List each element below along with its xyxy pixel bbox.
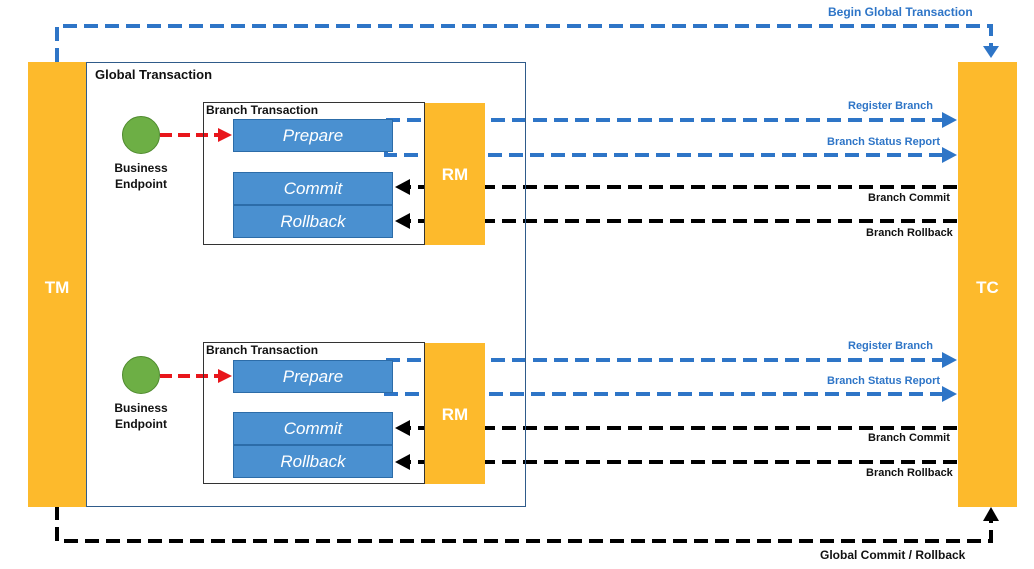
commit-box: Commit: [233, 172, 393, 205]
global-commit-arrow: [55, 506, 993, 543]
branch-transaction-label: Branch Transaction: [206, 343, 319, 357]
commit-label: Commit: [283, 419, 343, 438]
status-report-arrowhead: [942, 386, 957, 402]
tc-label: TC: [976, 278, 999, 297]
register-branch-label: Register Branch: [848, 100, 933, 112]
branch-rollback-label: Branch Rollback: [866, 467, 953, 479]
rm-bar: RM: [425, 103, 485, 245]
rm-label: RM: [441, 405, 469, 424]
branch-commit-arrowhead: [395, 420, 410, 436]
register-branch-arrowhead: [942, 112, 957, 128]
endpoint-prepare-arrowhead: [218, 369, 232, 383]
rollback-label: Rollback: [280, 212, 346, 231]
rollback-box: Rollback: [233, 445, 393, 478]
rm-label: RM: [441, 165, 469, 184]
tc-bar: TC: [958, 62, 1017, 507]
prepare-box: Prepare: [233, 360, 393, 393]
branch-transaction-frame: [203, 102, 425, 245]
tm-bar: TM: [28, 62, 86, 507]
global-commit-label: Global Commit / Rollback: [820, 548, 966, 562]
begin-global-arrowhead: [983, 46, 999, 58]
business-endpoint-label: Business Endpoint: [114, 161, 168, 192]
begin-global-arrow: [55, 24, 993, 62]
endpoint-prepare-arrowhead: [218, 128, 232, 142]
begin-global-label: Begin Global Transaction: [828, 5, 973, 19]
status-report-arrow: [384, 152, 944, 157]
branch-commit-arrowhead: [395, 179, 410, 195]
status-report-label: Branch Status Report: [827, 136, 941, 148]
business-endpoint-node: [122, 116, 160, 154]
tm-label: TM: [44, 278, 70, 297]
register-branch-label: Register Branch: [848, 340, 933, 352]
prepare-box: Prepare: [233, 119, 393, 152]
rollback-label: Rollback: [280, 452, 346, 471]
branch-transaction-frame: [203, 342, 425, 484]
register-branch-arrowhead: [942, 352, 957, 368]
prepare-label: Prepare: [282, 126, 344, 145]
global-transaction-label: Global Transaction: [95, 67, 213, 82]
status-report-arrowhead: [942, 147, 957, 163]
global-transaction-frame: [86, 62, 526, 507]
business-endpoint-label: Business Endpoint: [114, 401, 168, 432]
branch-transaction-label: Branch Transaction: [206, 103, 319, 117]
commit-box: Commit: [233, 412, 393, 445]
business-endpoint-node: [122, 356, 160, 394]
branch-commit-label: Branch Commit: [868, 432, 950, 444]
branch-rollback-arrowhead: [395, 454, 410, 470]
global-commit-arrowhead: [983, 507, 999, 521]
status-report-label: Branch Status Report: [827, 375, 941, 387]
branch-commit-label: Branch Commit: [868, 192, 950, 204]
branch-rollback-label: Branch Rollback: [866, 227, 953, 239]
rollback-box: Rollback: [233, 205, 393, 238]
commit-label: Commit: [283, 179, 343, 198]
branch-rollback-arrowhead: [395, 213, 410, 229]
prepare-label: Prepare: [282, 367, 344, 386]
rm-bar: RM: [425, 343, 485, 484]
